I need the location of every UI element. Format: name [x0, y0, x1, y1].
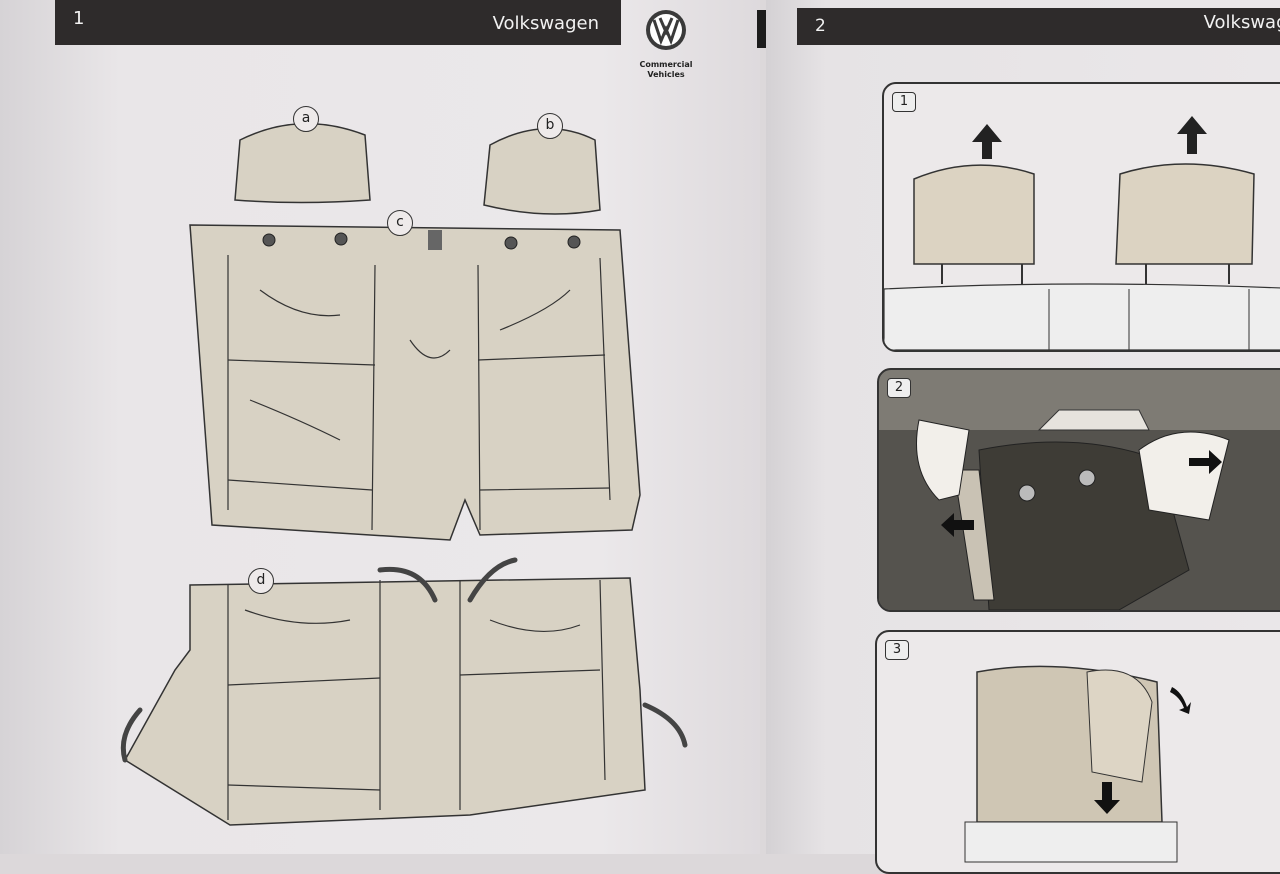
callout-a: a [293, 106, 319, 132]
fold-cover-illustration [964, 665, 1191, 863]
step-1-panel: 1 [882, 82, 1280, 352]
seat-cover-parts-diagram [120, 122, 688, 826]
page-number: 1 [73, 8, 85, 29]
vw-logo: Commercial Vehicles [636, 8, 696, 80]
gutter-bar [757, 10, 766, 48]
step-3-panel: 3 [875, 630, 1280, 874]
vw-emblem-icon [646, 10, 686, 50]
callout-b: b [537, 113, 563, 139]
callout-d: d [248, 568, 274, 594]
page-header-bar: 1 Volkswagen [55, 0, 621, 45]
page-number: 2 [815, 16, 826, 36]
brand-title: Volkswagen [1203, 12, 1280, 33]
left-page: 1 Volkswagen Commercial Vehicles [0, 0, 760, 854]
headrest-cover-b [483, 127, 601, 215]
step-number: 2 [887, 378, 911, 398]
backrest-cover-c [189, 224, 641, 541]
remove-headrests-illustration [884, 116, 1280, 350]
headrest-cover-a [234, 122, 371, 204]
brand-title: Volkswagen [492, 13, 599, 34]
page-header-bar: 2 Volkswagen [797, 8, 1280, 45]
logo-caption: Commercial Vehicles [639, 60, 693, 79]
step-number: 1 [892, 92, 916, 112]
callout-c: c [387, 210, 413, 236]
pull-cover-illustration [879, 409, 1280, 610]
step-number: 3 [885, 640, 909, 660]
seat-cushion-cover-d [123, 577, 646, 826]
step-2-panel: 2 [877, 368, 1280, 612]
